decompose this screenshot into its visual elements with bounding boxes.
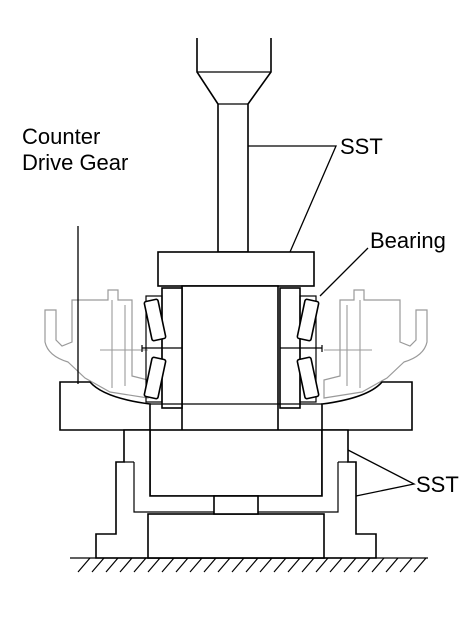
counter-drive-gear-label-line2: Drive Gear [22, 150, 129, 175]
floor-hatch [70, 557, 428, 573]
counter-drive-gear-left [44, 289, 149, 399]
counter-drive-gear-right [323, 289, 428, 399]
press-ram [196, 38, 272, 253]
base-block [147, 495, 325, 559]
counter-drive-gear-label: Counter Drive Gear [22, 124, 128, 176]
sst-support-plate [59, 381, 413, 431]
counter-drive-gear-label-line1: Counter [22, 124, 101, 149]
sst-top-plate [157, 251, 315, 287]
bearing-left [141, 287, 183, 409]
leader-lines [77, 145, 416, 497]
sst-top-label: SST [340, 134, 383, 159]
bearing-label: Bearing [370, 228, 446, 253]
sst-bottom-label: SST [416, 472, 459, 497]
bearing-right [279, 287, 323, 409]
